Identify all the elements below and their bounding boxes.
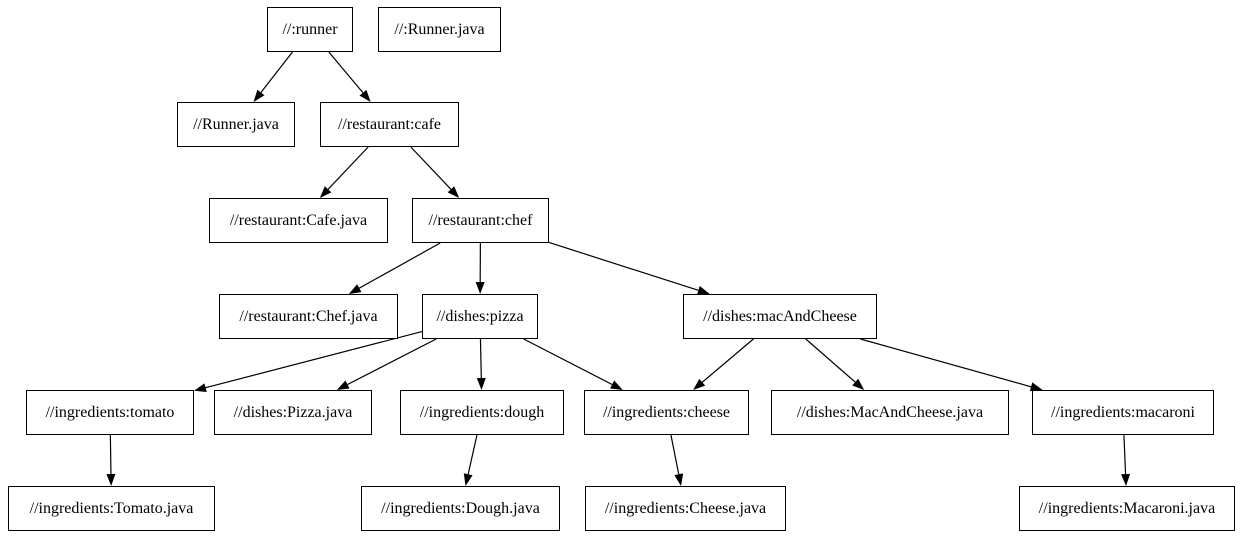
- edge-pizza-to-tomato: [205, 330, 423, 389]
- node-label: //restaurant:cafe: [337, 115, 442, 133]
- graph-node-tomato-java: //ingredients:Tomato.java: [8, 486, 215, 531]
- arrowhead-pizza-to-dough: [476, 377, 486, 390]
- arrowhead-cafe-to-cafe-java: [319, 186, 332, 198]
- arrowhead-pizza-to-cheese: [610, 380, 623, 390]
- graph-node-runner-java-root: //:Runner.java: [378, 7, 501, 52]
- edge-macaroni-to-macaroni-java: [1123, 434, 1127, 475]
- graph-node-dough: //ingredients:dough: [400, 390, 564, 435]
- arrowhead-dough-to-dough-java: [463, 473, 473, 486]
- arrowhead-pizza-to-pizza-java: [336, 380, 350, 390]
- graph-node-runner-java: //Runner.java: [177, 102, 295, 147]
- graph-node-chef-java: //restaurant:Chef.java: [219, 294, 398, 339]
- node-label: //ingredients:macaroni: [1051, 403, 1195, 421]
- node-label: //:runner: [282, 20, 338, 38]
- node-label: //ingredients:Tomato.java: [29, 499, 194, 517]
- node-label: //dishes:macAndCheese: [703, 307, 857, 325]
- graph-node-pizza-java: //dishes:Pizza.java: [214, 390, 372, 435]
- edge-mac-and-cheese-to-mac-and-cheese-java: [805, 338, 856, 383]
- node-label: //restaurant:Cafe.java: [229, 211, 368, 229]
- graph-node-mac-and-cheese: //dishes:macAndCheese: [683, 294, 877, 339]
- graph-node-cafe: //restaurant:cafe: [320, 102, 459, 147]
- graph-node-mac-and-cheese-java: //dishes:MacAndCheese.java: [771, 390, 1009, 435]
- graph-node-macaroni: //ingredients:macaroni: [1032, 390, 1214, 435]
- graph-node-cheese: //ingredients:cheese: [584, 390, 749, 435]
- node-label: //:Runner.java: [394, 20, 485, 38]
- arrowhead-pizza-to-tomato: [194, 383, 207, 393]
- node-label: //restaurant:chef: [428, 211, 533, 229]
- edge-runner-to-runner-java: [260, 51, 293, 93]
- arrowhead-chef-to-mac-and-cheese: [697, 286, 710, 295]
- arrowhead-chef-to-pizza: [475, 281, 485, 294]
- node-label: //ingredients:Macaroni.java: [1038, 499, 1216, 517]
- arrowhead-cafe-to-chef: [447, 186, 460, 198]
- arrowhead-mac-and-cheese-to-mac-and-cheese-java: [852, 378, 865, 390]
- edge-mac-and-cheese-to-cheese: [701, 338, 754, 383]
- edge-tomato-to-tomato-java: [109, 434, 112, 475]
- edge-cafe-to-cafe-java: [327, 146, 369, 190]
- edge-dough-to-dough-java: [467, 434, 478, 475]
- edge-mac-and-cheese-to-macaroni: [860, 338, 1032, 388]
- node-label: //ingredients:Dough.java: [381, 499, 540, 517]
- node-label: //ingredients:tomato: [45, 403, 175, 421]
- arrowhead-mac-and-cheese-to-macaroni: [1029, 382, 1043, 392]
- graph-node-cafe-java: //restaurant:Cafe.java: [209, 198, 388, 243]
- graph-node-dough-java: //ingredients:Dough.java: [361, 486, 560, 531]
- arrowhead-cheese-to-cheese-java: [674, 473, 684, 486]
- node-label: //ingredients:Cheese.java: [604, 499, 767, 517]
- edge-runner-to-cafe: [328, 51, 364, 94]
- node-label: //dishes:pizza: [436, 307, 524, 325]
- edge-chef-to-chef-java: [358, 242, 441, 289]
- arrowhead-runner-to-runner-java: [253, 89, 265, 102]
- edge-chef-to-mac-and-cheese: [548, 241, 699, 291]
- arrowhead-mac-and-cheese-to-cheese: [693, 378, 706, 390]
- graph-node-pizza: //dishes:pizza: [422, 294, 538, 339]
- graph-node-runner: //:runner: [267, 7, 353, 52]
- edge-pizza-to-dough: [479, 338, 482, 379]
- node-label: //dishes:Pizza.java: [233, 403, 353, 421]
- node-label: //ingredients:dough: [419, 403, 545, 421]
- graph-node-cheese-java: //ingredients:Cheese.java: [585, 486, 786, 531]
- arrowhead-runner-to-cafe: [359, 89, 371, 102]
- edge-pizza-to-cheese: [523, 338, 613, 386]
- graph-node-macaroni-java: //ingredients:Macaroni.java: [1019, 486, 1235, 531]
- graph-node-chef: //restaurant:chef: [412, 198, 549, 243]
- node-label: //ingredients:cheese: [602, 403, 731, 421]
- graph-node-tomato: //ingredients:tomato: [26, 390, 194, 435]
- edge-cafe-to-chef: [410, 146, 452, 190]
- arrowhead-chef-to-chef-java: [348, 284, 362, 294]
- arrowhead-macaroni-to-macaroni-java: [1121, 473, 1131, 486]
- edge-cheese-to-cheese-java: [670, 434, 680, 475]
- edge-pizza-to-pizza-java: [347, 338, 437, 386]
- node-label: //restaurant:Chef.java: [239, 307, 378, 325]
- node-label: //dishes:MacAndCheese.java: [796, 403, 984, 421]
- arrowhead-tomato-to-tomato-java: [106, 473, 116, 486]
- node-label: //Runner.java: [193, 115, 279, 133]
